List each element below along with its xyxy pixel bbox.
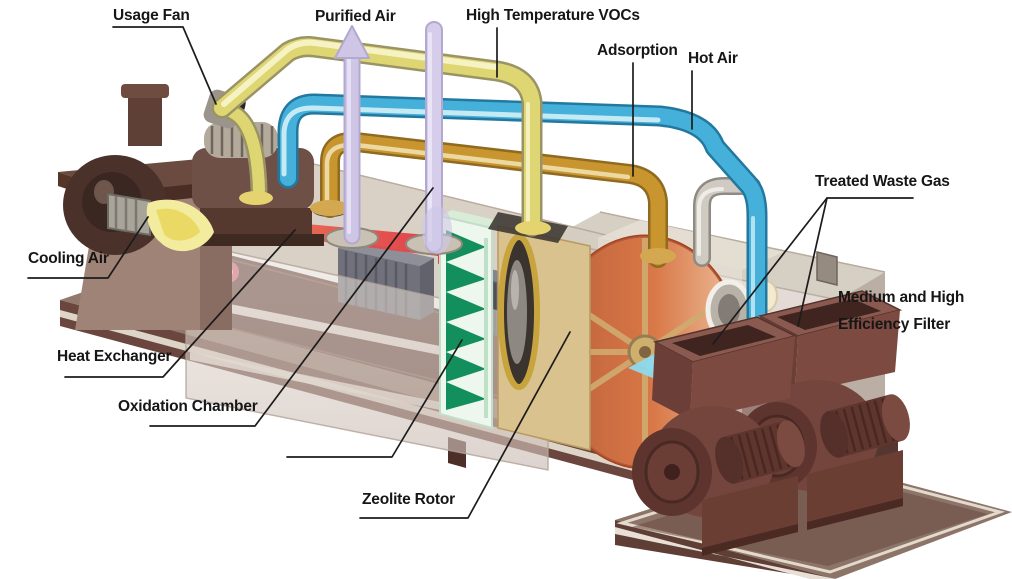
purified-air-arrowhead [334, 25, 370, 59]
label-medium-high-filter-line1: Medium and High [838, 289, 965, 306]
exhaust-fan-1 [632, 316, 805, 556]
label-usage-fan: Usage Fan [113, 7, 190, 24]
label-adsorption: Adsorption [597, 42, 678, 59]
label-treated-waste-gas: Treated Waste Gas [815, 173, 950, 190]
label-cooling-air: Cooling Air [28, 250, 109, 267]
pipe-silver-connector [693, 177, 761, 267]
leader-treated-waste-gas-2 [797, 197, 828, 327]
leader-cooling-air [27, 216, 149, 279]
leader-filter [286, 339, 463, 458]
rotor-drum-panel [497, 225, 591, 451]
label-hot-air: Hot Air [688, 50, 738, 67]
label-high-temperature-vocs: High Temperature VOCs [466, 7, 640, 24]
pipe-purified-air [334, 21, 452, 254]
pipe-high-temp-vocs [211, 36, 551, 237]
leader-lines [27, 26, 914, 519]
label-zeolite-rotor: Zeolite Rotor [362, 491, 455, 508]
leader-heat-exchanger [64, 229, 296, 378]
label-purified-air: Purified Air [315, 8, 396, 25]
burner [107, 192, 214, 252]
label-heat-exchanger: Heat Exchanger [57, 348, 172, 365]
label-oxidation-chamber: Oxidation Chamber [118, 398, 258, 415]
leader-oxidation-chamber [149, 187, 434, 427]
label-medium-high-filter-line2: Efficiency Filter [838, 316, 951, 333]
leader-zeolite-rotor [359, 331, 571, 519]
leader-usage-fan [112, 26, 217, 105]
